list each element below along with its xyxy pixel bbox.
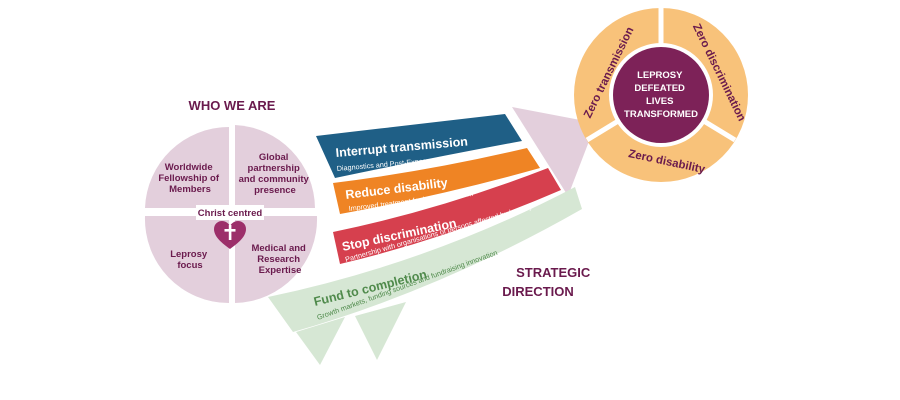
band-fund-tail-a <box>296 317 345 365</box>
who-we-are-title: WHO WE ARE <box>189 98 276 113</box>
christ-centred-box <box>196 205 264 220</box>
quadrant-bottom-right <box>235 216 318 303</box>
quadrant-label-fellowship: Worldwide Fellowship of Members <box>158 162 221 195</box>
band-reduce <box>333 148 540 214</box>
who-we-are-circle: Worldwide Fellowship of Members Global p… <box>144 125 318 304</box>
band-fund-tail-b <box>355 302 406 360</box>
quadrant-top-right <box>235 125 315 208</box>
christ-centred-label: Christ centred <box>198 208 263 219</box>
strategic-direction-title: STRATEGIC DIRECTION <box>502 265 594 299</box>
strategic-arrow: Interrupt transmission Diagnostics and P… <box>268 107 596 365</box>
quadrant-label-partnership: Global partnership and community presenc… <box>239 152 312 196</box>
band-stop <box>333 168 561 264</box>
heart-cross-icon <box>214 221 246 249</box>
quadrant-label-leprosy-focus: Leprosy focus <box>170 249 210 271</box>
band-interrupt <box>316 114 522 178</box>
arrowhead <box>512 107 596 196</box>
quadrant-top-left <box>145 126 229 208</box>
goal-center <box>613 47 709 143</box>
quadrant-label-medical: Medical and Research Expertise <box>251 243 308 276</box>
goal-circle: LEPROSY DEFEATED LIVES TRANSFORMED Zero … <box>574 5 748 182</box>
goal-center-text: LEPROSY DEFEATED LIVES TRANSFORMED <box>624 70 698 120</box>
quadrant-bottom-left <box>144 216 229 304</box>
band-fund <box>268 187 582 332</box>
